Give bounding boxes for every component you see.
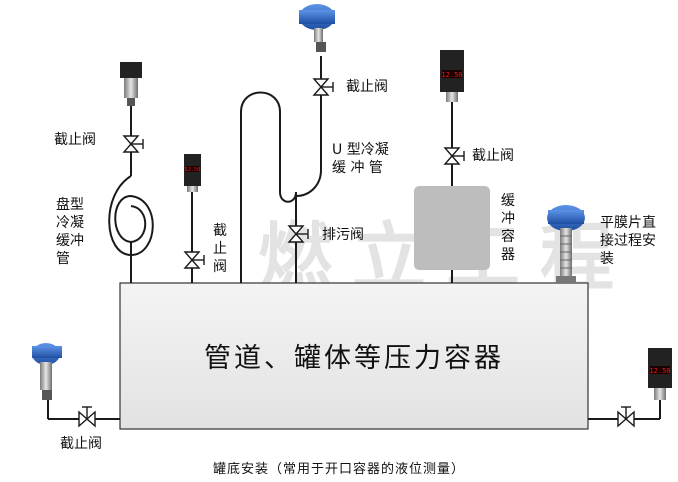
valve-center-top — [312, 78, 334, 96]
pressure-transmitter-buffer: 12.50 — [440, 50, 464, 102]
diagram-caption: 罐底安装（常用于开口容器的液位测量） — [212, 462, 465, 477]
pressure-transmitter-left-top — [120, 62, 142, 106]
label-coil-condenser: 盘型冷凝缓冲管 — [56, 197, 84, 267]
transmitter-display-buffer: 12.50 — [441, 71, 462, 79]
valve-small-vertical — [183, 251, 205, 269]
pressure-transmitter-small: 12.50 — [184, 154, 201, 192]
label-valve-left-top: 截止阀 — [54, 132, 96, 148]
valve-buffer — [443, 147, 465, 165]
pressure-transmitter-bottom-left — [32, 343, 62, 400]
pressure-transmitter-bottom-right: 12.50 — [648, 348, 672, 400]
transmitter-display-bottom-right: 12.50 — [649, 367, 670, 375]
pressure-vessel — [119, 282, 589, 430]
label-buffer-vessel: 缓冲容器 — [501, 193, 515, 263]
label-valve-small-vertical: 截止阀 — [213, 223, 227, 275]
valve-bottom-right — [617, 406, 635, 428]
flat-membrane-transmitter — [547, 205, 585, 283]
label-drain-valve: 排污阀 — [322, 227, 364, 243]
label-u-condenser-line1: U 型冷凝 — [332, 142, 389, 158]
label-valve-buffer: 截止阀 — [472, 148, 514, 164]
bottom-right-assembly — [588, 400, 661, 420]
valve-bottom-left — [78, 406, 96, 428]
buffer-vessel — [414, 186, 490, 270]
valve-left-top — [122, 135, 144, 153]
label-u-condenser-line2: 缓 冲 管 — [332, 160, 383, 176]
vessel-title: 管道、罐体等压力容器 — [204, 343, 504, 374]
label-valve-bottom-left: 截止阀 — [60, 436, 102, 452]
label-flat-membrane: 平膜片直接过程安装 — [600, 215, 656, 267]
u-condenser-assembly — [240, 56, 322, 283]
drain-valve — [287, 225, 309, 243]
label-valve-center-top: 截止阀 — [346, 79, 388, 95]
transmitter-display-small: 12.50 — [185, 167, 200, 173]
pressure-transmitter-center-top — [299, 4, 335, 52]
buffer-vessel-assembly — [414, 100, 490, 283]
coil-condenser-assembly — [108, 98, 154, 283]
